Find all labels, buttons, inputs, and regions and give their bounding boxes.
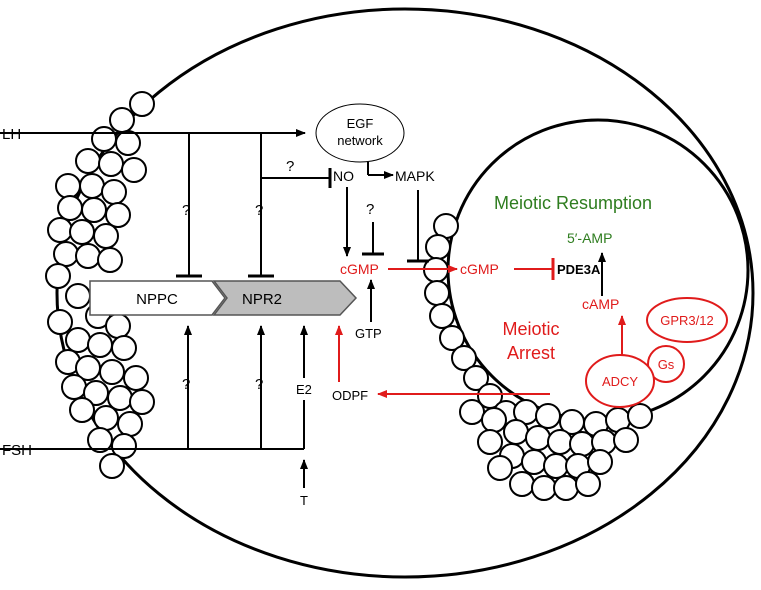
- cumulus-cell: [429, 303, 455, 329]
- q-npr2-top: ?: [255, 202, 263, 219]
- no-label: NO: [333, 168, 354, 184]
- meiotic-arrest-line2: Arrest: [507, 343, 555, 363]
- camp-label: cAMP: [582, 296, 619, 312]
- cumulus-cell: [439, 325, 465, 351]
- gs-protein: [647, 345, 685, 383]
- mural-cell: [105, 202, 131, 228]
- mural-cell: [65, 327, 91, 353]
- cumulus-cell: [521, 449, 547, 475]
- q-lh-no: ?: [286, 158, 294, 175]
- mural-cell: [123, 365, 149, 391]
- mural-cell: [129, 91, 155, 117]
- mural-cell: [97, 247, 123, 273]
- cumulus-cell: [425, 234, 451, 260]
- cumulus-cell: [575, 471, 601, 497]
- adcy-label: ADCY: [602, 374, 638, 389]
- mural-cell: [47, 309, 73, 335]
- mural-cell: [109, 107, 135, 133]
- q-nppc-top: ?: [182, 202, 190, 219]
- cumulus-cell: [547, 429, 573, 455]
- mural-cell: [87, 427, 113, 453]
- mural-cell: [47, 217, 73, 243]
- mural-cell: [69, 219, 95, 245]
- q-nppc-bottom: ?: [182, 376, 190, 393]
- cumulus-cell: [503, 419, 529, 445]
- cumulus-cell: [613, 427, 639, 453]
- odpf-label: ODPF: [332, 388, 368, 403]
- gs-label: Gs: [658, 357, 675, 372]
- mural-cell: [45, 263, 71, 289]
- mapk-label: MAPK: [395, 168, 435, 184]
- mural-cell: [91, 126, 117, 152]
- gpr-label: GPR3/12: [660, 313, 713, 328]
- fsh-label: FSH: [2, 442, 32, 459]
- mural-cell: [101, 179, 127, 205]
- cumulus-cell: [477, 429, 503, 455]
- gtp-label: GTP: [355, 326, 382, 341]
- mural-cell: [75, 148, 101, 174]
- cumulus-cell: [525, 425, 551, 451]
- mural-cell: [93, 405, 119, 431]
- mural-cell: [87, 332, 113, 358]
- cumulus-cell: [535, 403, 561, 429]
- nppc-box: [89, 280, 226, 316]
- lh-label: LH: [2, 126, 21, 143]
- mural-cell: [99, 359, 125, 385]
- gpr-receptor: [646, 297, 728, 343]
- mural-granulosa-cells: [45, 91, 155, 479]
- cumulus-cell: [509, 471, 535, 497]
- mural-cell: [111, 433, 137, 459]
- cumulus-cell: [543, 453, 569, 479]
- mural-cell: [99, 453, 125, 479]
- mural-cell: [79, 173, 105, 199]
- cgmp-oocyte-label: cGMP: [460, 261, 499, 277]
- cumulus-cell: [487, 455, 513, 481]
- cumulus-cell: [553, 475, 579, 501]
- npr2-box: [212, 280, 358, 316]
- e2-label: E2: [296, 382, 312, 397]
- mural-cell: [93, 223, 119, 249]
- mural-cell: [105, 313, 131, 339]
- mural-cell: [61, 374, 87, 400]
- q-no-cgmp: ?: [366, 201, 374, 218]
- mural-cell: [81, 197, 107, 223]
- cumulus-cell: [481, 407, 507, 433]
- mural-cell: [69, 397, 95, 423]
- cumulus-cell: [627, 403, 653, 429]
- cumulus-cell: [459, 399, 485, 425]
- cumulus-cell: [424, 280, 450, 306]
- mural-cell: [117, 411, 143, 437]
- cumulus-cell: [451, 345, 477, 371]
- q-npr2-bottom: ?: [255, 376, 263, 393]
- pde3a-label: PDE3A: [557, 262, 601, 277]
- egf-network-node: [315, 103, 405, 163]
- cumulus-cell: [463, 365, 489, 391]
- meiotic-arrest-line1: Meiotic: [502, 319, 559, 339]
- cumulus-cell: [587, 449, 613, 475]
- egf-label-line2: network: [337, 133, 383, 148]
- mural-cell: [53, 241, 79, 267]
- follicle-outline: [55, 7, 755, 579]
- cumulus-cells: [423, 213, 653, 501]
- mural-cell: [75, 243, 101, 269]
- cumulus-cell: [569, 431, 595, 457]
- mural-cell: [57, 195, 83, 221]
- cgmp-follicle-label: cGMP: [340, 261, 379, 277]
- mural-cell: [55, 173, 81, 199]
- adcy-enzyme: [585, 354, 655, 408]
- nppc-label: NPPC: [136, 291, 178, 308]
- mural-cell: [65, 283, 91, 309]
- amp5-label: 5′-AMP: [567, 230, 612, 246]
- npr2-label: NPR2: [242, 291, 282, 308]
- egf-label-line1: EGF: [347, 116, 374, 131]
- mural-cell: [129, 389, 155, 415]
- meiotic-resumption-label: Meiotic Resumption: [494, 193, 652, 213]
- t-label: T: [300, 493, 308, 508]
- cumulus-cell: [531, 475, 557, 501]
- mural-cell: [121, 157, 147, 183]
- mural-cell: [98, 151, 124, 177]
- mural-cell: [115, 130, 141, 156]
- mural-cell: [111, 335, 137, 361]
